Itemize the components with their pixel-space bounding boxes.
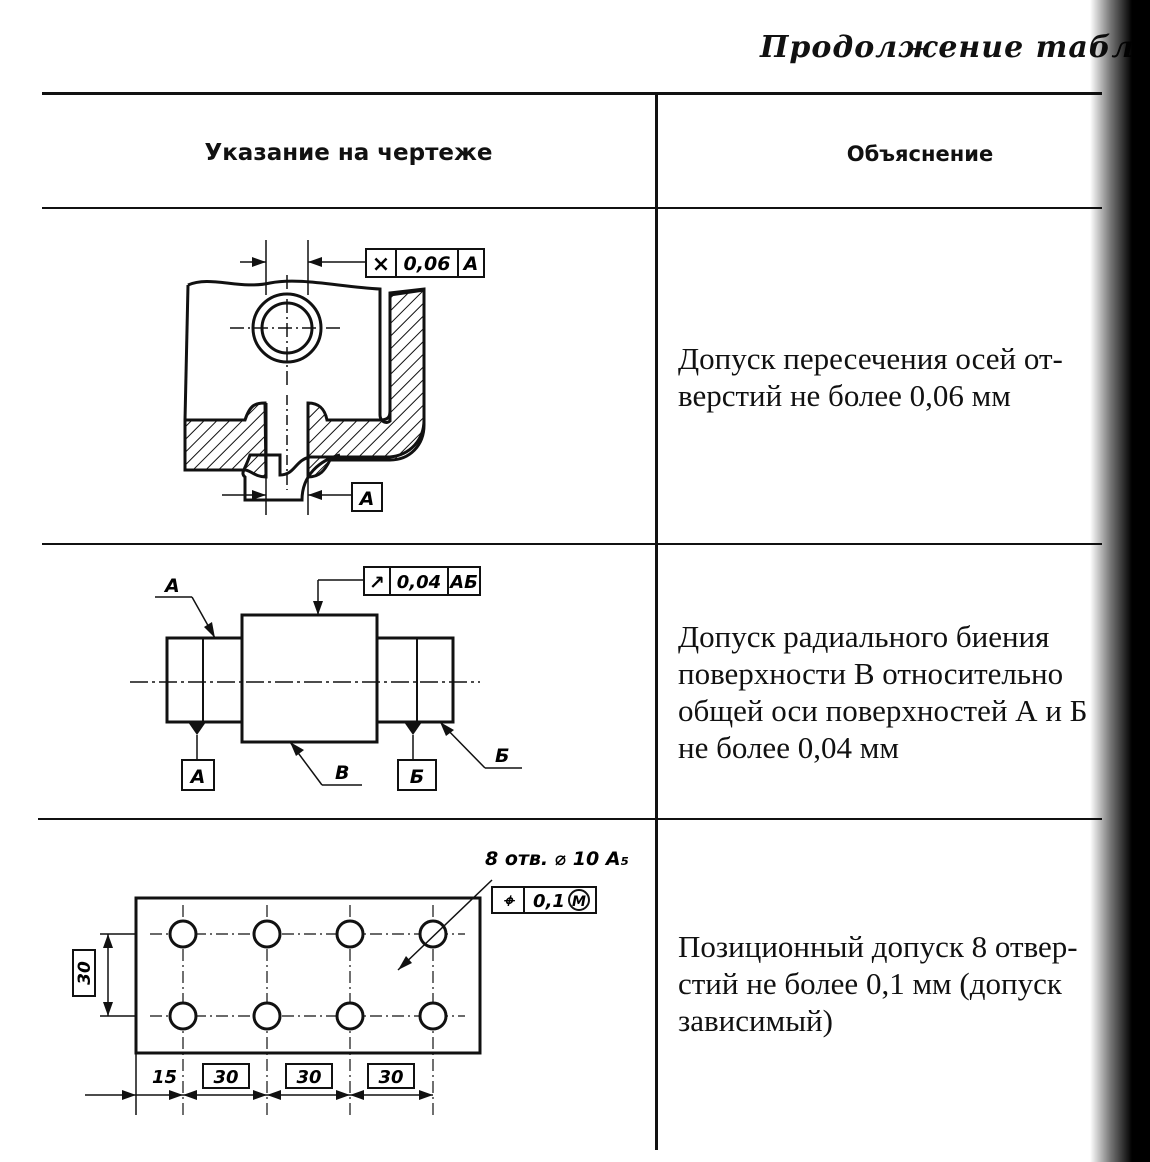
hole (252, 1001, 282, 1031)
drawing-radial-runout: ↗ 0,04 АБ А А Б Б В (130, 566, 522, 791)
row-1-line-1: Допуск пересечения осей от- (678, 341, 1063, 376)
datum-a-frame-row-2: А (181, 759, 215, 791)
frame-2-symbol: ↗ (369, 572, 385, 594)
row-3-explanation: Позиционный допуск 8 отвер- стий не боле… (678, 928, 1098, 1039)
header-explanation: Объяснение (846, 142, 994, 166)
drawing-axes-intersection: ⨯ 0,06 А А (183, 240, 485, 515)
row-3-line-3: зависимый) (678, 1003, 833, 1038)
row-3-line-1: Позиционный допуск 8 отвер- (678, 929, 1078, 964)
hole-note: 8 отв. ⌀ 10 А₅ (485, 848, 629, 870)
frame-1-value: 0,06 (404, 253, 451, 275)
surface-a-leader-label: А (163, 575, 180, 597)
frame-3-modifier: М (572, 894, 586, 910)
surface-v-leader-label: В (335, 762, 349, 784)
vertical-dimension-box: 30 (72, 949, 96, 997)
table-top-rule (42, 92, 1102, 95)
datum-a-label-row-2: А (189, 766, 206, 788)
hatched-section-right (306, 287, 426, 479)
frame-2-datum: АБ (448, 572, 478, 593)
hole (418, 1001, 448, 1031)
hole (168, 1001, 198, 1031)
row-2-line-2: поверхности В относительно (678, 656, 1064, 691)
column-divider (655, 95, 658, 1150)
first-hole-offset: 15 (152, 1067, 177, 1088)
runout-tolerance-frame: ↗ 0,04 АБ (363, 566, 481, 596)
row-2-explanation: Допуск радиального биения поверхности В … (678, 618, 1098, 766)
spacing-value-3: 30 (378, 1067, 403, 1088)
hole (335, 919, 365, 949)
frame-1-symbol: ⨯ (372, 252, 390, 277)
drawing-positional-tolerance: 8 отв. ⌀ 10 А₅ ⌖ 0,1 М 30 15 (72, 848, 629, 1115)
row-2-bottom-rule (38, 818, 1102, 820)
frame-2-value: 0,04 (397, 572, 441, 593)
spacing-value-2: 30 (296, 1067, 321, 1088)
hole (168, 919, 198, 949)
row-1-bottom-rule (42, 543, 1102, 545)
left-wall (183, 284, 190, 421)
frame-3-symbol: ⌖ (503, 890, 516, 912)
row-3-line-2: стий не более 0,1 мм (допуск (678, 966, 1062, 1001)
row-2-line-3: общей оси поверхностей А и Б (678, 693, 1088, 728)
vertical-dimension-value: 30 (75, 961, 95, 985)
row-2-line-4: не более 0,04 мм (678, 730, 899, 765)
row-2-line-1: Допуск радиального биения (678, 619, 1050, 654)
header-drawing: Указание на чертеже (204, 140, 493, 166)
datum-a-label-row-1: А (358, 488, 375, 510)
shaft-left-journal (165, 636, 244, 724)
shaft-right-journal (375, 636, 455, 724)
row-1-explanation: Допуск пересечения осей от- верстий не б… (678, 340, 1098, 414)
spacing-value-1: 30 (213, 1067, 238, 1088)
hole (335, 1001, 365, 1031)
scan-edge-shadow (1090, 0, 1150, 1162)
hatched-section (183, 401, 268, 479)
hole (252, 919, 282, 949)
spacing-dimension-box: 30 (285, 1063, 333, 1089)
row-1-line-2: верстий не более 0,06 мм (678, 378, 1011, 413)
shaft-center-surface (240, 613, 379, 744)
spacing-dimension-box: 30 (202, 1063, 250, 1089)
datum-b-label-row-2: Б (410, 766, 424, 788)
frame-3-value: 0,1 (533, 891, 565, 912)
datum-a-frame-row-1: А (351, 482, 383, 512)
intersection-tolerance-frame: ⨯ 0,06 А (365, 248, 485, 278)
datum-b-frame-row-2: Б (397, 759, 437, 791)
hole-pattern (168, 919, 448, 1031)
hole (418, 919, 448, 949)
header-bottom-rule (42, 207, 1102, 209)
surface-b-leader-label: Б (495, 745, 509, 767)
continuation-label: Продолжение табл. (760, 30, 1146, 65)
spacing-dimension-box: 30 (367, 1063, 415, 1089)
frame-1-datum: А (462, 253, 479, 275)
positional-tolerance-frame: ⌖ 0,1 М (491, 886, 597, 914)
